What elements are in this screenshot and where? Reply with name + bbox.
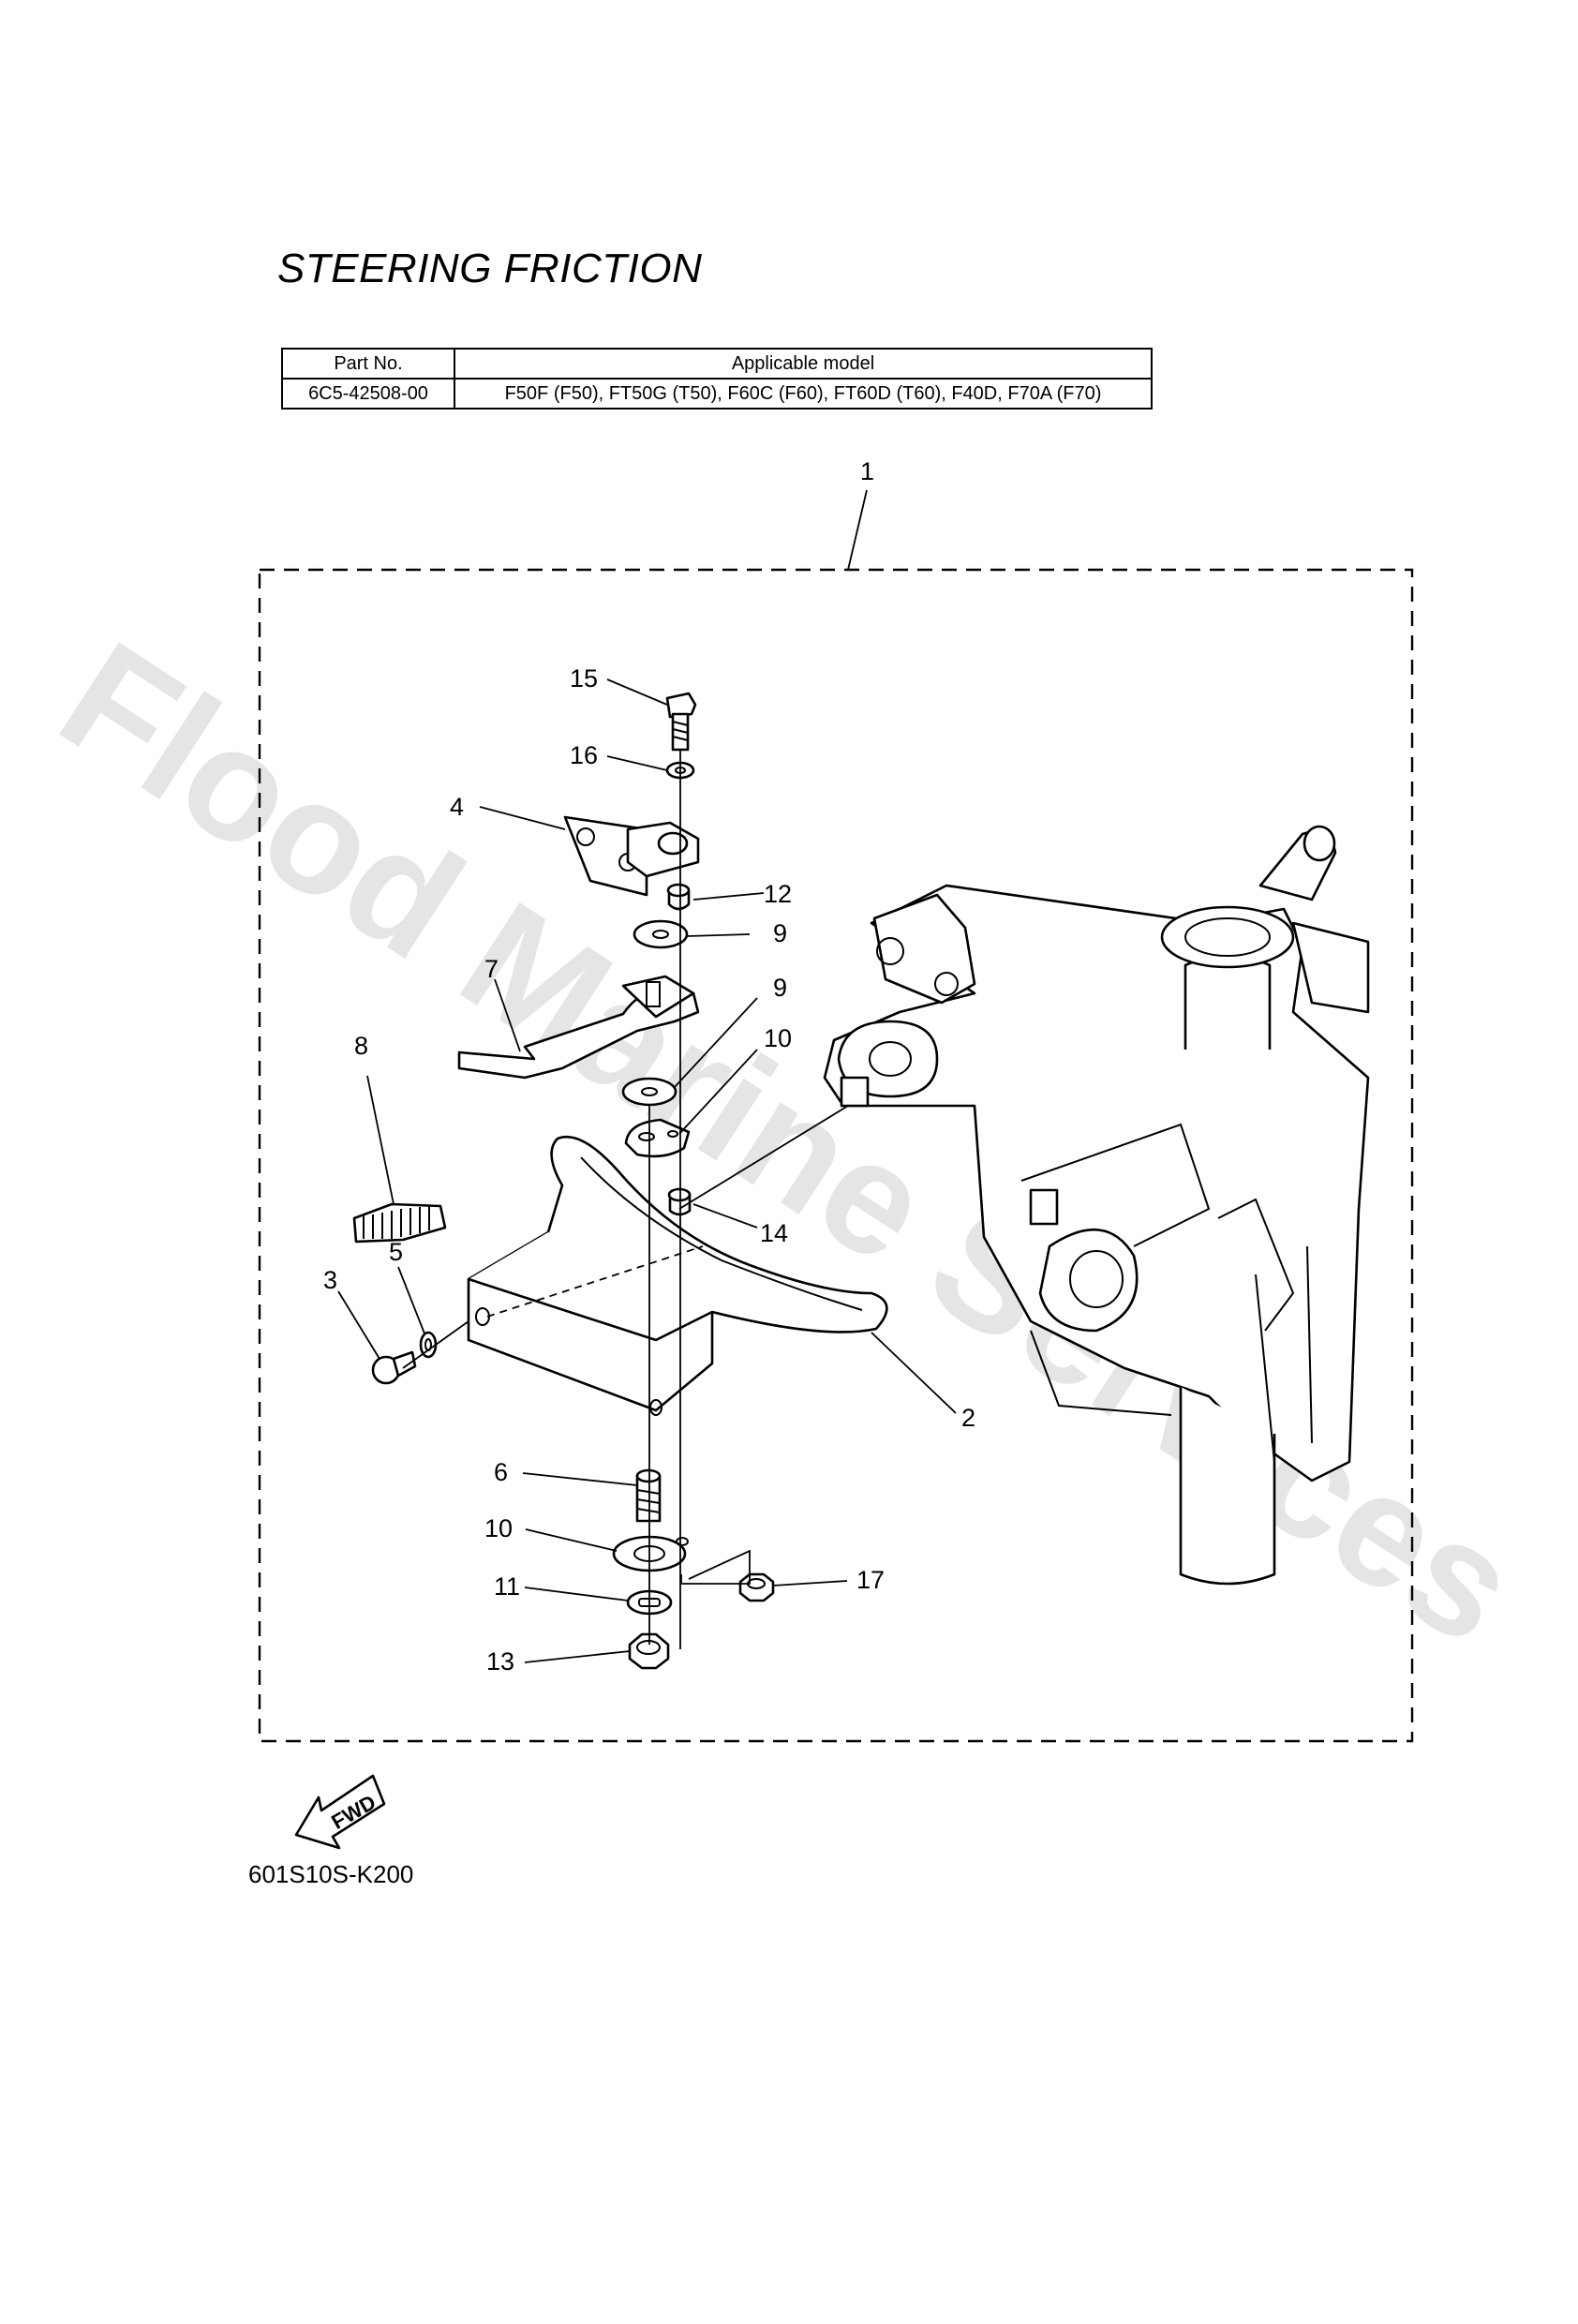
part-9-washer-upper [633, 919, 689, 949]
callout-11: 11 [494, 1572, 520, 1601]
assembly-boundary [258, 568, 1414, 1743]
part-3-bolt [371, 1350, 417, 1385]
cell-applicable-models: F50F (F50), FT50G (T50), F60C (F60), FT6… [454, 378, 1153, 410]
callout-14: 14 [760, 1219, 788, 1247]
callout-4: 4 [450, 793, 464, 821]
applicability-table: Part No. Applicable model 6C5-42508-00 F… [281, 348, 1153, 410]
table-row: 6C5-42508-00 F50F (F50), FT50G (T50), F6… [281, 378, 1153, 410]
cell-part-number: 6C5-42508-00 [281, 378, 455, 410]
leader-lines [337, 489, 957, 1663]
part-6-pin [635, 1468, 662, 1523]
callout-10-lower: 10 [484, 1514, 513, 1542]
callout-3: 3 [323, 1266, 337, 1294]
callout-8: 8 [354, 1032, 368, 1060]
part-15-bolt [665, 692, 697, 752]
part-10-plate-upper [624, 1118, 691, 1158]
part-4-bracket [563, 815, 700, 897]
callout-16: 16 [570, 741, 598, 769]
swivel-bracket-drawing [823, 825, 1370, 1586]
column-header-applicable-model: Applicable model [454, 348, 1153, 380]
part-8-grip [352, 1202, 447, 1244]
callout-2: 2 [961, 1404, 975, 1432]
part-14-collar [667, 1187, 692, 1216]
callout-6: 6 [494, 1458, 508, 1486]
part-9-washer-lower [621, 1077, 677, 1107]
callout-5: 5 [389, 1238, 403, 1266]
table-header-row: Part No. Applicable model [281, 348, 1153, 380]
page-title: STEERING FRICTION [277, 246, 703, 291]
callout-9-upper: 9 [773, 919, 787, 947]
part-12-collar [666, 883, 691, 911]
centerlines [402, 750, 849, 1649]
callout-12: 12 [764, 880, 792, 908]
callouts: 1 2 3 4 5 6 7 8 9 9 10 10 11 12 13 14 15… [323, 457, 975, 1676]
diagram-code: 601S10S-K200 [248, 1860, 414, 1888]
callout-10-upper: 10 [764, 1024, 792, 1052]
callout-1: 1 [860, 457, 874, 485]
part-17-nut [738, 1572, 775, 1602]
fwd-arrow-icon: FWD [294, 1774, 386, 1850]
callout-17: 17 [856, 1566, 885, 1594]
part-2-friction-plate [467, 1135, 888, 1416]
part-7-lever [457, 975, 700, 1080]
callout-13: 13 [486, 1647, 514, 1676]
callout-15: 15 [570, 664, 598, 693]
part-10-washer-lower [612, 1535, 689, 1572]
callout-9-lower: 9 [773, 974, 787, 1002]
callout-7: 7 [484, 955, 499, 983]
part-13-nut [628, 1632, 670, 1670]
column-header-part-no: Part No. [281, 348, 455, 380]
